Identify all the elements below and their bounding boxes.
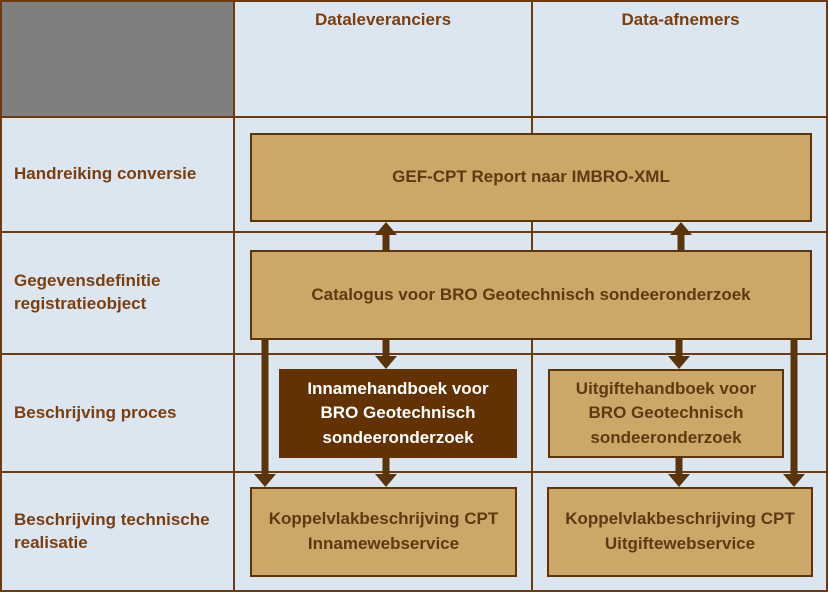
box-label: Innamehandboek voor BRO Geotechnisch son…: [307, 378, 489, 447]
grid-hline-header: [0, 116, 828, 118]
grid-vline-labels: [233, 0, 235, 592]
column-header-label: Dataleveranciers: [314, 10, 452, 29]
row-label-text: Beschrijving proces: [14, 402, 177, 422]
grid-hline-row3: [0, 471, 828, 473]
row-label-beschrijving-proces: Beschrijving proces: [0, 355, 235, 471]
arrowhead-down-icon: [668, 356, 690, 369]
row-label-technische-realisatie: Beschrijving technische realisatie: [0, 473, 235, 590]
arrow-down-catalogus-to-koppelvlak-uitgifte: [783, 340, 805, 487]
column-header-label: Data-afnemers: [621, 10, 740, 29]
column-header-data-afnemers: Data-afnemers: [533, 0, 828, 118]
arrow-shaft: [677, 233, 685, 250]
arrowhead-down-icon: [375, 356, 397, 369]
box-gef-cpt-report: GEF-CPT Report naar IMBRO-XML: [250, 133, 812, 222]
arrowhead-up-icon: [375, 222, 397, 235]
arrow-shaft: [382, 458, 390, 476]
row-label-gegevensdefinitie: Gegevensdefinitie registratieobject: [0, 233, 235, 353]
arrowhead-down-icon: [254, 474, 276, 487]
arrow-shaft: [382, 233, 390, 250]
arrow-shaft: [675, 458, 683, 476]
arrowhead-up-icon: [670, 222, 692, 235]
corner-cell: [0, 0, 235, 118]
arrow-down-innamehandboek-to-koppelvlak: [375, 458, 397, 487]
arrow-shaft: [790, 340, 798, 476]
box-label: Koppelvlakbeschrijving CPT Innamewebserv…: [268, 509, 499, 553]
box-label: Catalogus voor BRO Geotechnisch sondeero…: [311, 284, 751, 304]
arrow-down-uitgiftehandboek-to-koppelvlak: [668, 458, 690, 487]
box-label: Uitgiftehandboek voor BRO Geotechnisch s…: [575, 378, 757, 447]
arrow-shaft: [382, 340, 390, 358]
grid-hline-row1: [0, 231, 828, 233]
box-uitgiftehandboek: Uitgiftehandboek voor BRO Geotechnisch s…: [548, 369, 784, 458]
grid-hline-row2: [0, 353, 828, 355]
box-catalogus: Catalogus voor BRO Geotechnisch sondeero…: [250, 250, 812, 340]
box-koppelvlak-inname: Koppelvlakbeschrijving CPT Innamewebserv…: [250, 487, 517, 577]
arrowhead-down-icon: [375, 474, 397, 487]
arrowhead-down-icon: [783, 474, 805, 487]
row-label-text: Beschrijving technische realisatie: [14, 509, 210, 552]
arrow-up-catalogus-to-gef-left: [375, 222, 397, 250]
arrow-down-catalogus-to-innamehandboek: [375, 340, 397, 369]
row-label-text: Gegevensdefinitie registratieobject: [14, 271, 161, 313]
arrow-up-catalogus-to-gef-right: [670, 222, 692, 250]
row-label-text: Handreiking conversie: [14, 164, 197, 184]
arrow-down-catalogus-to-koppelvlak-inname: [254, 340, 276, 487]
box-koppelvlak-uitgifte: Koppelvlakbeschrijving CPT Uitgiftewebse…: [547, 487, 813, 577]
box-label: Koppelvlakbeschrijving CPT Uitgiftewebse…: [565, 509, 795, 553]
arrowhead-down-icon: [668, 474, 690, 487]
box-label: GEF-CPT Report naar IMBRO-XML: [392, 167, 670, 187]
arrow-shaft: [261, 340, 269, 476]
arrow-shaft: [675, 340, 683, 358]
box-innamehandboek: Innamehandboek voor BRO Geotechnisch son…: [279, 369, 517, 458]
arrow-down-catalogus-to-uitgiftehandboek: [668, 340, 690, 369]
column-header-dataleveranciers: Dataleveranciers: [235, 0, 531, 118]
row-label-handreiking-conversie: Handreiking conversie: [0, 118, 235, 231]
